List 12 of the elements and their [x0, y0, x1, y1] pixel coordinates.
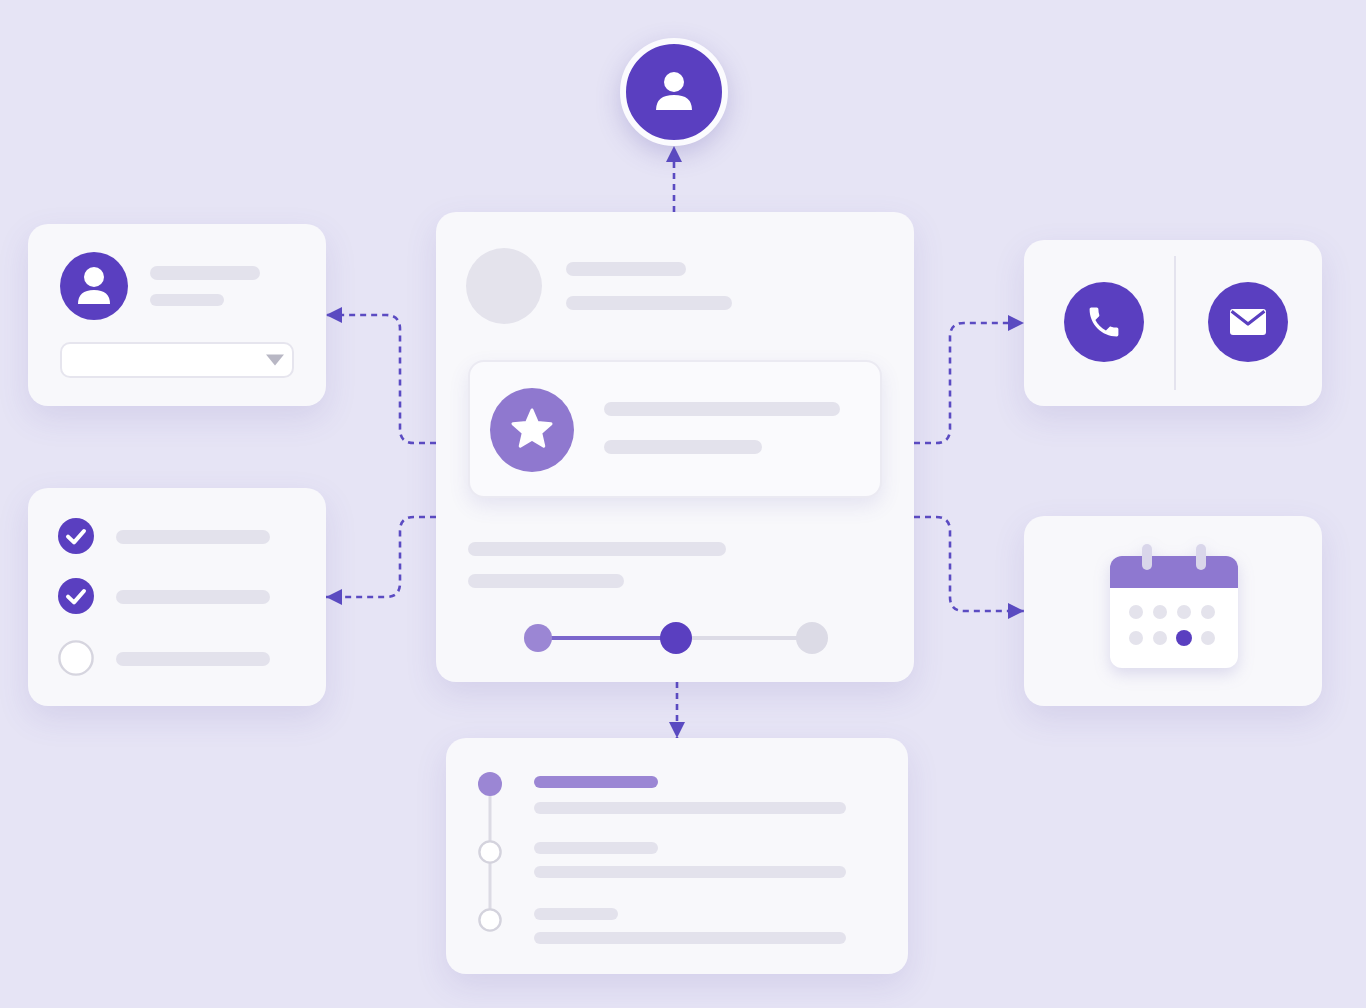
checklist-card: [28, 488, 326, 706]
profile-card: [28, 224, 326, 406]
dashed-arrow: [669, 682, 685, 738]
timeline-card: [446, 738, 908, 974]
dashed-arrow: [914, 515, 1024, 619]
dashed-arrow: [914, 315, 1024, 445]
dashed-arrow: [326, 307, 436, 445]
dashed-arrow: [666, 146, 682, 212]
dashed-arrow: [326, 515, 436, 605]
content-card: [436, 212, 914, 682]
contact-card: [1024, 240, 1322, 406]
calendar-card: [1024, 516, 1322, 706]
